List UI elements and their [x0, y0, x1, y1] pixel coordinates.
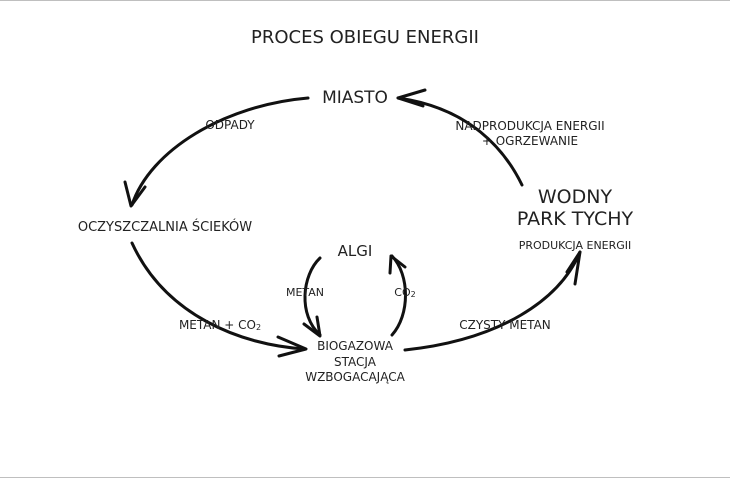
node-produkcja-energii: PRODUKCJA ENERGII — [518, 239, 632, 252]
node-biogazowa: BIOGAZOWA STACJA WZBOGACAJĄCA — [270, 339, 440, 386]
metan-co2-text: METAN + CO — [178, 318, 256, 332]
flow-label-nadprodukcja-line1: NADPRODUKCJA ENERGII — [455, 119, 605, 133]
arrow-miasto-to-oczyszczalnia — [130, 96, 310, 207]
arrowhead-inner-algi — [388, 254, 407, 275]
node-biogazowa-line2: STACJA — [334, 354, 376, 369]
node-oczyszczalnia: OCZYSZCZALNIA ŚCIEKÓW — [77, 220, 253, 235]
node-miasto: MIASTO — [322, 88, 388, 108]
node-biogazowa-line1: BIOGAZOWA — [317, 339, 393, 353]
node-wodny-park-line1: WODNY — [537, 186, 613, 208]
arrow-biogazowa-to-park — [403, 250, 582, 352]
arrow-oczyszczalnia-to-biogazowa — [130, 241, 307, 351]
co2-text: CO — [394, 286, 411, 299]
arrowhead-oczyszczalnia — [123, 180, 147, 208]
flow-label-nadprodukcja-line2: + OGRZEWANIE — [481, 134, 579, 148]
node-wodny-park: WODNY PARK TYCHY — [500, 186, 650, 231]
top-border — [0, 0, 730, 1]
metan-co2-subscript: 2 — [255, 323, 262, 332]
arrow-park-to-miasto — [396, 96, 524, 187]
node-wodny-park-line2: PARK TYCHY — [516, 208, 634, 231]
flow-label-odpady: ODPADY — [205, 118, 255, 132]
co2-subscript: 2 — [410, 290, 416, 299]
node-algi: ALGI — [337, 242, 373, 260]
bottom-border — [0, 477, 730, 478]
node-biogazowa-line3: WZBOGACAJĄCA — [305, 370, 405, 385]
arrowhead-biogazowa — [276, 335, 308, 358]
flow-label-co2: CO2 — [380, 286, 430, 300]
page-title: PROCES OBIEGU ENERGII — [251, 27, 479, 48]
arrowhead-miasto — [396, 88, 427, 108]
flow-label-nadprodukcja: NADPRODUKCJA ENERGII + OGRZEWANIE — [430, 119, 630, 149]
flow-label-czysty-metan: CZYSTY METAN — [459, 318, 551, 332]
flow-label-metan: METAN — [285, 286, 325, 299]
arrow-algi-to-biogazowa — [303, 256, 322, 337]
arrowhead-park — [565, 250, 582, 286]
flow-label-metan-co2: METAN + CO2 — [150, 318, 290, 333]
arrowhead-inner-biogazowa — [302, 315, 322, 338]
